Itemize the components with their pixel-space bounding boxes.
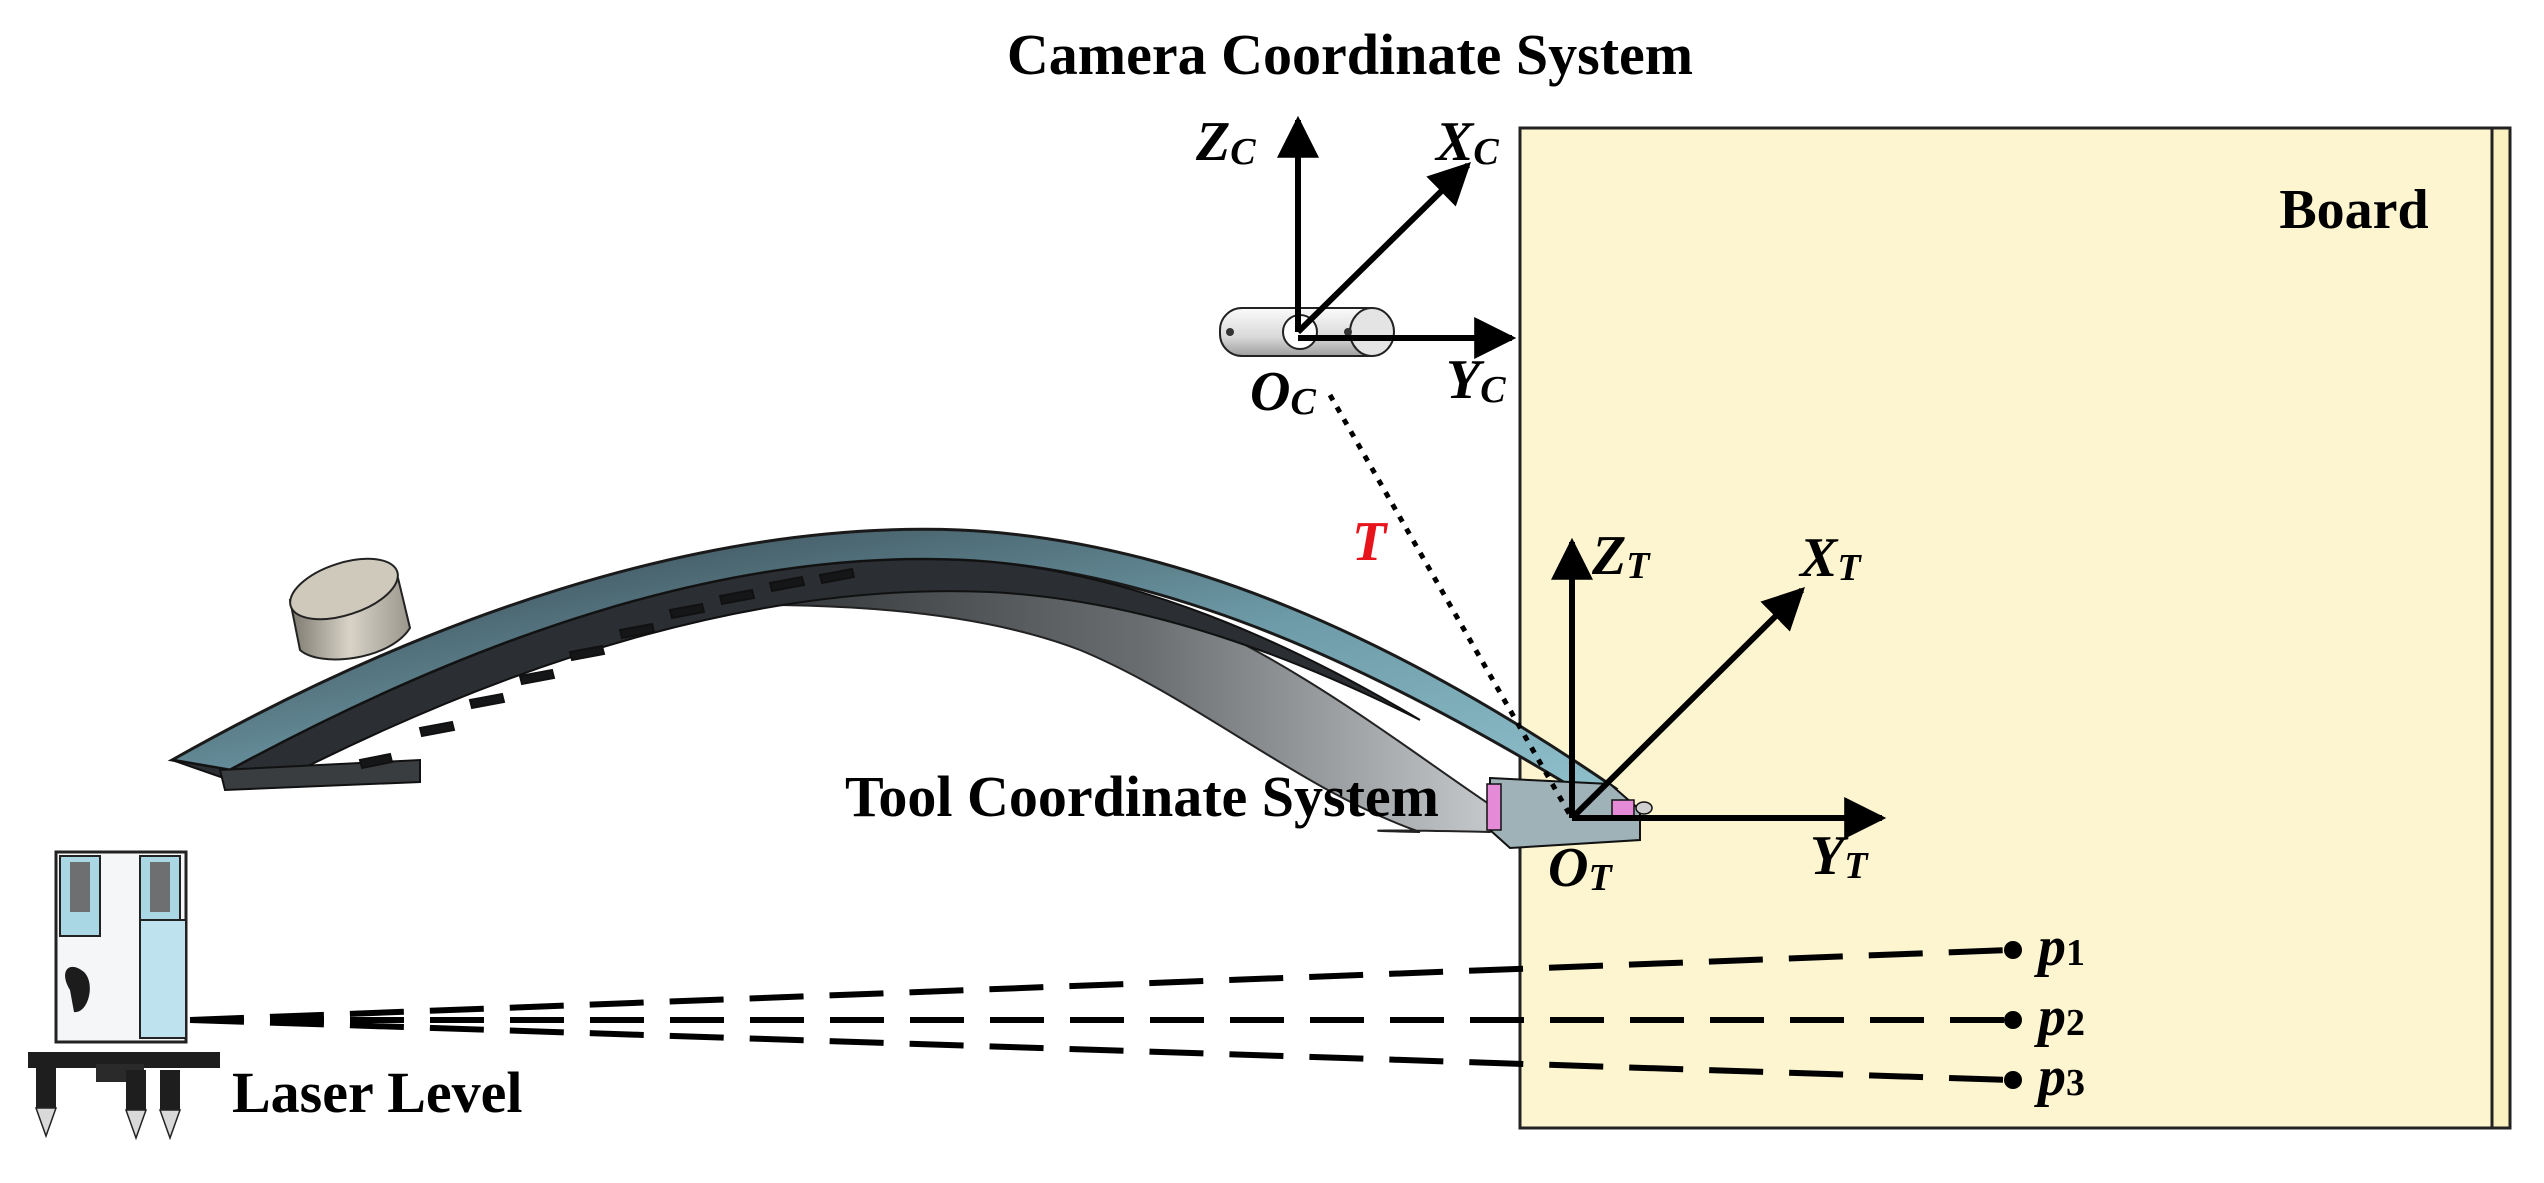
camera-x-axis [1295,162,1471,335]
point-p2-marker [2004,1011,2022,1029]
transform-line [1327,393,1573,817]
camera-icon [1219,307,1395,357]
point-p1-label: p1 [2034,916,2085,978]
camera-z-label: ZC [1195,111,1256,173]
camera-x-label: XC [1434,111,1499,173]
tool-x-label: XT [1798,527,1862,589]
point-p3-marker [2004,1071,2022,1089]
point-p3-label: p3 [2034,1046,2085,1108]
blade-lower-face [171,558,1421,784]
board: Board [1518,126,2512,1130]
turbine-blade-icon [167,527,1653,850]
blade-fins [358,567,856,770]
tool-x-axis [1569,587,1805,821]
tool-y-label: YT [1810,825,1869,887]
tool-origin-label: OT [1548,837,1613,899]
blade-cylinder-mount [288,557,412,661]
board-edge [2490,126,2512,1130]
camera-axes [1277,115,1517,359]
camera-origin-label: OC [1250,361,1316,423]
point-p1-marker [2004,941,2022,959]
tool-tip [1486,776,1653,850]
laser-points [2004,941,2022,1089]
blade-base [218,758,421,792]
point-p2-label: p2 [2034,986,2085,1048]
laser-beam-3 [189,1017,2011,1083]
tool-system-title: Tool Coordinate System [845,764,1439,829]
tool-z-label: ZT [1591,525,1651,587]
board-face [1518,126,2494,1130]
board-label: Board [2279,179,2428,241]
transform-label: T [1352,511,1389,573]
tool-axes [1551,537,1887,839]
laser-level-label: Laser Level [232,1060,522,1125]
camera-y-label: YC [1446,349,1506,411]
laser-level-icon [28,850,220,1141]
laser-beam-1 [189,947,2011,1023]
laser-beams [189,947,2011,1083]
camera-system-title: Camera Coordinate System [1007,22,1693,87]
